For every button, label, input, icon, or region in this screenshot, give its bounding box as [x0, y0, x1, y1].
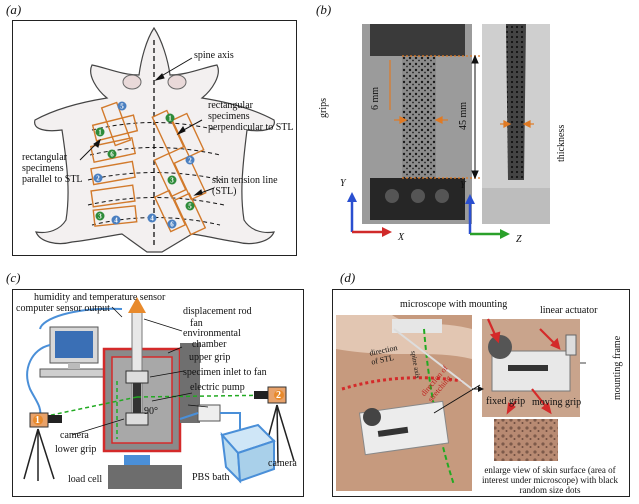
- label-disp-rod: displacement rod: [183, 306, 252, 317]
- rat-illustration: 1 2 3 4 5 6 1 2 3 4 5 6: [34, 26, 275, 253]
- label-chamber: chamber: [192, 339, 227, 350]
- panel-b-letter: (b): [316, 2, 332, 17]
- spec-num: 6: [170, 221, 174, 229]
- spec-num: 2: [188, 157, 192, 165]
- label-spine-axis: spine axis: [194, 50, 234, 61]
- label-microscope: microscope with mounting: [400, 299, 508, 310]
- label-humidity: humidity and temperature sensor: [34, 292, 166, 303]
- spec-num: 4: [114, 217, 118, 225]
- label-pbs: PBS bath: [192, 472, 230, 483]
- label-angle: 90°: [144, 406, 158, 417]
- label-camera-right: camera: [268, 458, 297, 469]
- label-lower-grip: lower grip: [55, 444, 97, 455]
- label-fixed-grip: fixed grip: [486, 396, 526, 407]
- axis-y-right: Y: [460, 180, 466, 191]
- label-camera-left: camera: [60, 430, 89, 441]
- label-pump: electric pump: [190, 382, 245, 393]
- label-load-cell: load cell: [68, 474, 103, 485]
- label-enlarge: enlarge view of skin surface (area of in…: [482, 465, 618, 495]
- label-upper-grip: upper grip: [189, 352, 231, 363]
- spec-num: 5: [120, 103, 124, 111]
- specimen-photos: [347, 24, 550, 239]
- spec-num: 2: [96, 175, 100, 183]
- panel-d-letter: (d): [340, 270, 356, 285]
- camera-number-1: 1: [35, 415, 40, 426]
- microscope-photo: [336, 315, 586, 491]
- label-computer: computer sensor output: [16, 303, 110, 314]
- spec-num: 6: [110, 151, 114, 159]
- label-moving-grip: moving grip: [532, 397, 582, 408]
- spec-num: 1: [168, 115, 172, 123]
- label-actuator: linear actuator: [540, 305, 598, 316]
- panel-a-letter: (a): [6, 2, 22, 17]
- label-stl: skin tension line (STL): [212, 175, 278, 197]
- label-frame: mounting frame: [612, 335, 623, 400]
- spec-num: 3: [98, 213, 102, 221]
- spec-num: 4: [150, 215, 154, 223]
- spec-num: 1: [98, 129, 102, 137]
- label-env: environmental: [183, 328, 241, 339]
- label-6mm: 6 mm: [370, 86, 381, 110]
- label-thickness: thickness: [556, 124, 567, 162]
- axis-y-left: Y: [340, 178, 346, 189]
- test-rig-illustration: [23, 297, 295, 489]
- label-perpendicular: rectangular specimens perpendicular to S…: [208, 100, 294, 133]
- panel-c-letter: (c): [6, 270, 21, 285]
- axis-x: X: [398, 232, 405, 243]
- label-parallel: rectangular specimens parallel to STL: [22, 152, 83, 185]
- spec-num: 5: [188, 203, 192, 211]
- label-fan: fan: [190, 318, 203, 329]
- label-inlet: specimen inlet to fan: [183, 367, 267, 378]
- axis-z: Z: [516, 234, 522, 245]
- camera-number-2: 2: [276, 390, 281, 401]
- label-45mm: 45 mm: [458, 101, 469, 130]
- label-grips: grips: [318, 98, 329, 118]
- spec-num: 3: [170, 177, 174, 185]
